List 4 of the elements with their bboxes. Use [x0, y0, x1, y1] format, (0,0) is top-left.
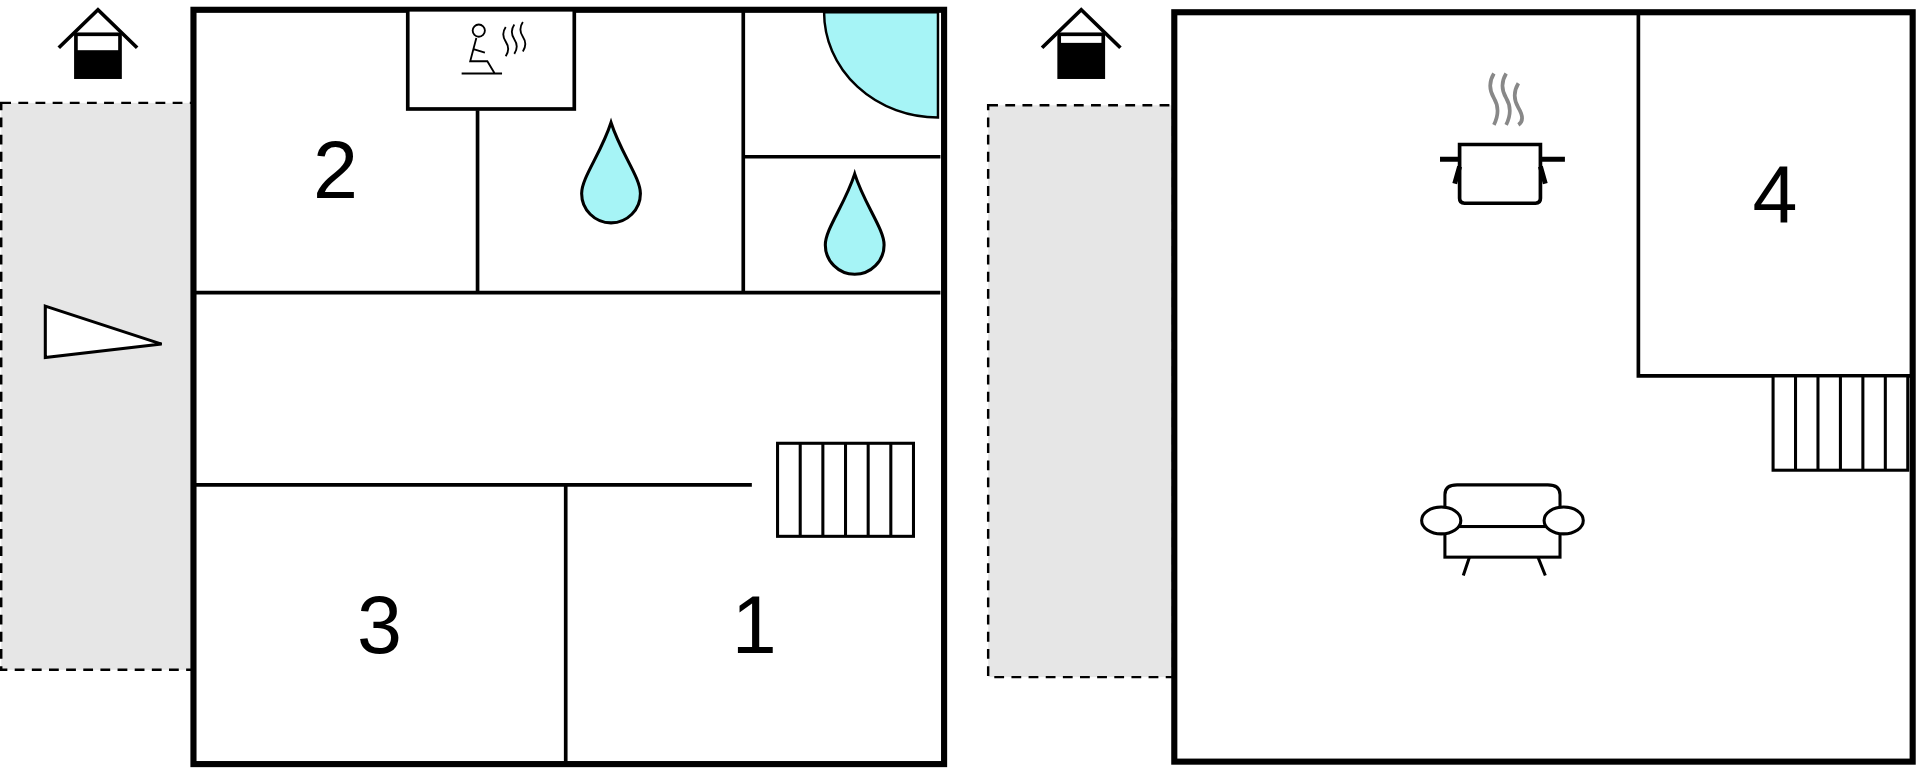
room-number: 2	[313, 129, 358, 211]
room-number: 4	[1752, 154, 1798, 236]
room-number: 1	[731, 583, 777, 665]
room-number: 3	[357, 583, 403, 665]
